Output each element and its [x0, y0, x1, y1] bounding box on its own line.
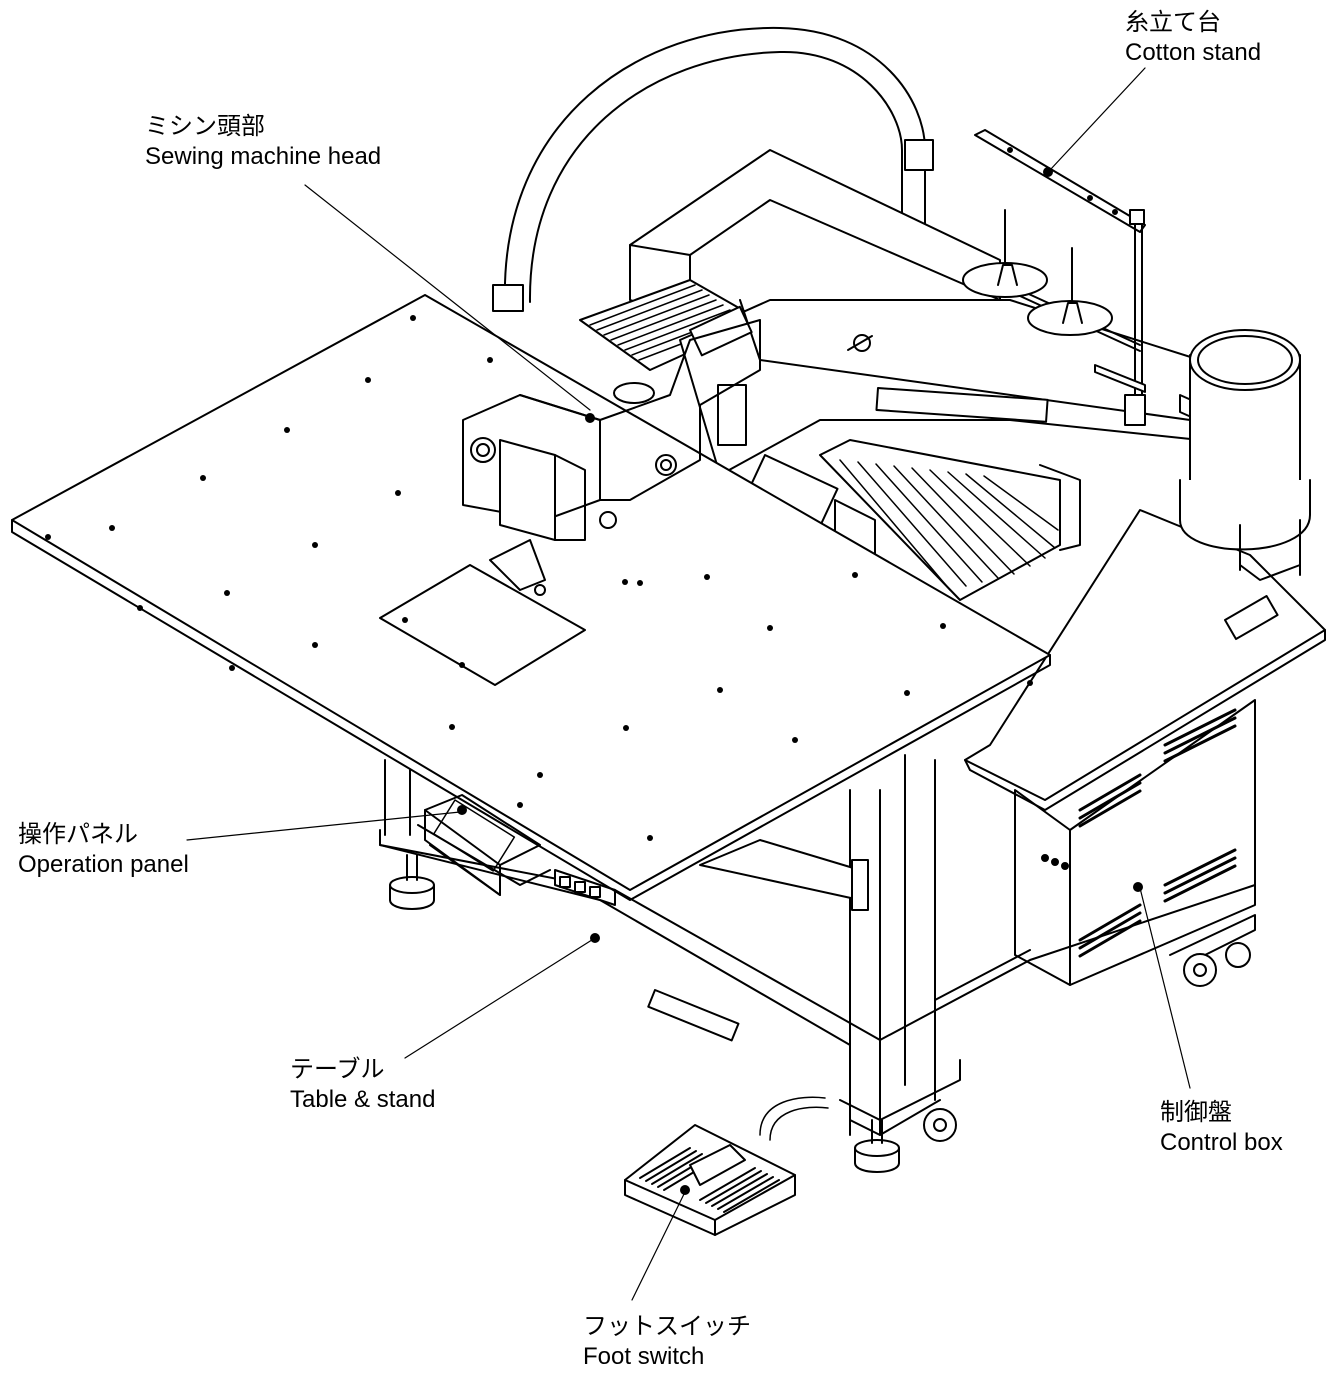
label-control-box-en: Control box: [1160, 1129, 1283, 1156]
label-foot-switch-ja: フットスイッチ: [583, 1313, 751, 1340]
label-control-box-ja: 制御盤: [1160, 1099, 1232, 1126]
label-table-stand-en: Table & stand: [290, 1086, 436, 1113]
label-operation-panel-ja: 操作パネル: [18, 821, 138, 848]
side-shelf: [964, 509, 1326, 811]
label-foot-switch-en: Foot switch: [583, 1343, 705, 1370]
sewing-machine-head: [462, 319, 761, 596]
label-sewing-head: ミシン頭部 Sewing machine head: [145, 112, 381, 172]
label-cotton-stand: 糸立て台 Cotton stand: [1125, 8, 1261, 68]
rotary-drum: [1179, 329, 1311, 581]
xy-gantry: [579, 149, 1081, 601]
label-cotton-stand-ja: 糸立て台: [1125, 9, 1221, 36]
control-box: [1014, 699, 1256, 986]
label-sewing-head-en: Sewing machine head: [145, 143, 382, 170]
table-top: [11, 294, 1051, 901]
control-box-vents: [1078, 708, 1237, 958]
foot-switch: [624, 1096, 829, 1236]
label-operation-panel: 操作パネル Operation panel: [18, 820, 189, 880]
thread-hose-arc: [492, 26, 934, 312]
label-table-stand: テーブル Table & stand: [290, 1055, 435, 1115]
label-cotton-stand-en: Cotton stand: [1125, 39, 1262, 66]
label-foot-switch: フットスイッチ Foot switch: [583, 1312, 751, 1372]
label-operation-panel-en: Operation panel: [18, 851, 189, 878]
table-holes: [45, 315, 1033, 841]
label-control-box: 制御盤 Control box: [1160, 1098, 1283, 1158]
cotton-stand: [962, 129, 1146, 426]
leader-lines: [186, 67, 1191, 1301]
label-sewing-head-ja: ミシン頭部: [145, 113, 265, 140]
label-table-stand-ja: テーブル: [290, 1056, 385, 1083]
